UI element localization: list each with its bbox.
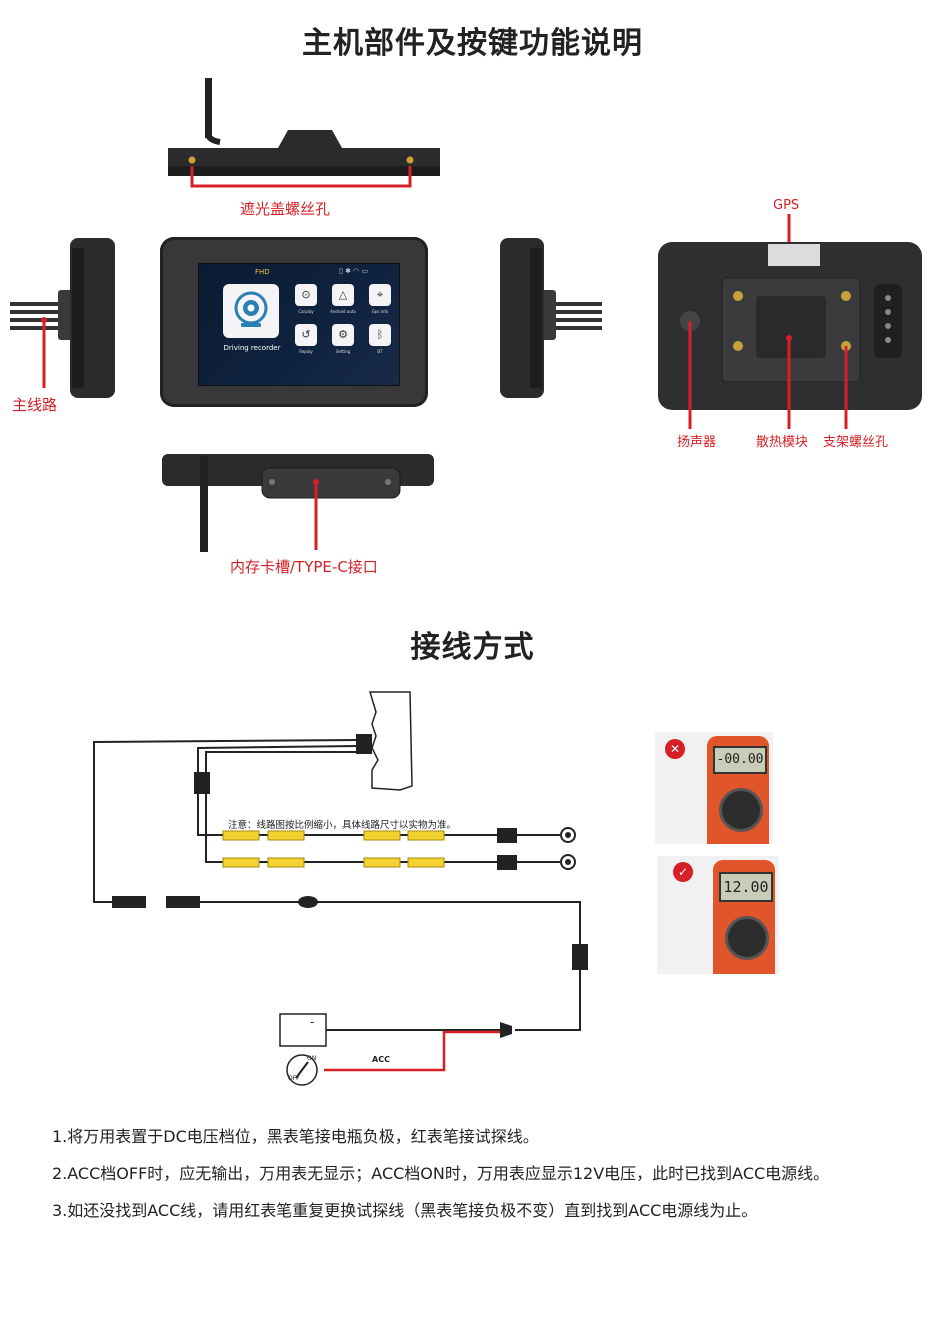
label-visor-screw: 遮光盖螺丝孔 bbox=[240, 200, 331, 218]
multimeter-wrong-photo: ✕ -00.00 bbox=[655, 732, 773, 844]
wrong-mark-icon: ✕ bbox=[665, 739, 685, 759]
meter-display-wrong: -00.00 bbox=[713, 746, 767, 774]
device-right-side-view bbox=[500, 238, 602, 398]
app-label-gps-info: Gps info bbox=[371, 309, 389, 314]
instruction-step-1: 1.将万用表置于DC电压档位，黑表笔接电瓶负极，红表笔接试探线。 bbox=[52, 1127, 539, 1146]
switch-off-label: OFF bbox=[288, 1075, 300, 1082]
status-bar-icons: ▯ ✱ ◠ ▭ bbox=[339, 267, 369, 275]
device-top-view bbox=[168, 78, 440, 188]
app-tile-android-auto[interactable]: △ bbox=[332, 284, 354, 306]
driving-recorder-tile[interactable] bbox=[223, 284, 279, 338]
device-front-view: FHD ▯ ✱ ◠ ▭ Driving recorder ⊙ Carplay △… bbox=[160, 237, 428, 407]
instruction-step-2: 2.ACC档OFF时，应无输出，万用表无显示；ACC档ON时，万用表应显示12V… bbox=[52, 1164, 830, 1183]
page-title: 主机部件及按键功能说明 bbox=[302, 26, 643, 61]
device-back-view bbox=[658, 214, 922, 429]
label-mount-screw: 支架螺丝孔 bbox=[823, 435, 889, 450]
app-label-bt: BT bbox=[377, 349, 383, 354]
label-heatsink: 散热模块 bbox=[756, 435, 809, 450]
switch-on-label: ON bbox=[307, 1055, 317, 1062]
label-memory-typec: 内存卡槽/TYPE-C接口 bbox=[230, 558, 378, 576]
label-gps: GPS bbox=[773, 198, 800, 213]
instructions: 1.将万用表置于DC电压档位，黑表笔接电瓶负极，红表笔接试探线。 2.ACC档O… bbox=[52, 1118, 902, 1229]
device-left-side-view bbox=[10, 238, 115, 398]
fhd-badge: FHD bbox=[255, 268, 270, 276]
device-bottom-view bbox=[162, 454, 434, 552]
acc-label: ACC bbox=[372, 1055, 390, 1064]
app-tile-setting[interactable]: ⚙ bbox=[332, 324, 354, 346]
app-label-carplay: Carplay bbox=[298, 309, 314, 314]
camera-icon bbox=[234, 291, 268, 327]
meter-display-right: 12.00 bbox=[719, 872, 773, 902]
wiring-title: 接线方式 bbox=[410, 630, 535, 665]
instruction-step-3: 3.如还没找到ACC线，请用红表笔重复更换试探线（黑表笔接负极不变）直到找到AC… bbox=[52, 1201, 758, 1220]
app-tile-replay[interactable]: ↺ bbox=[295, 324, 317, 346]
app-label-android-auto: Android auto bbox=[330, 309, 356, 314]
app-label-setting: Setting bbox=[335, 349, 351, 354]
touch-screen[interactable]: FHD ▯ ✱ ◠ ▭ Driving recorder ⊙ Carplay △… bbox=[198, 263, 400, 386]
app-label-replay: Replay bbox=[299, 349, 313, 354]
wiring-note: 注意：线路图按比例缩小，具体线路尺寸以实物为准。 bbox=[228, 820, 457, 831]
app-tile-bt[interactable]: ᛒ bbox=[369, 324, 391, 346]
check-mark-icon: ✓ bbox=[673, 862, 693, 882]
app-tile-carplay[interactable]: ⊙ bbox=[295, 284, 317, 306]
multimeter-right-photo: ✓ 12.00 bbox=[657, 856, 779, 974]
battery-minus-label: - bbox=[310, 1015, 315, 1029]
label-speaker: 扬声器 bbox=[677, 435, 717, 450]
driving-recorder-label: Driving recorder bbox=[223, 344, 281, 352]
app-tile-gps-info[interactable]: ⌖ bbox=[369, 284, 391, 306]
wiring-diagram bbox=[93, 691, 588, 1086]
label-main-wire: 主线路 bbox=[12, 396, 58, 414]
